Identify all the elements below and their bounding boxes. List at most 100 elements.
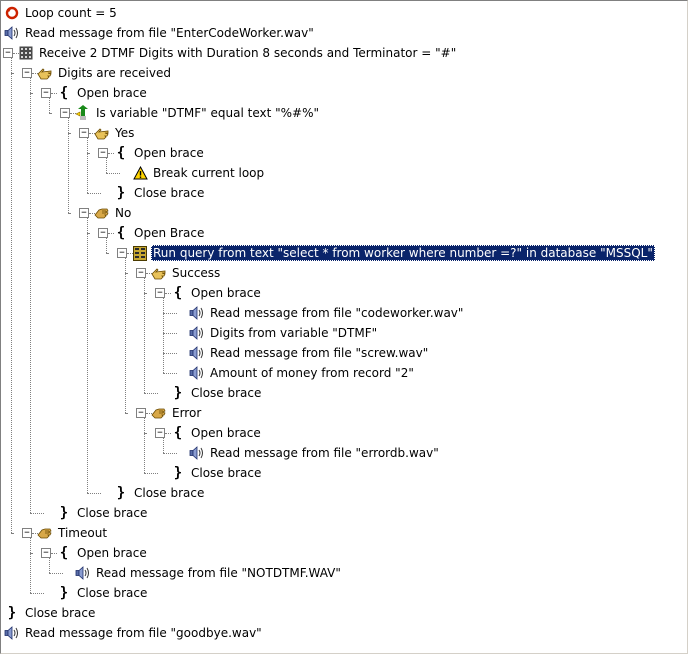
- tree-node[interactable]: −{ Open brace: [1, 83, 687, 103]
- tree-node-label[interactable]: Read message from file "EnterCodeWorker.…: [25, 26, 314, 40]
- tree-node[interactable]: Read message from file "errordb.wav": [1, 443, 687, 463]
- tree-connector-line: [11, 533, 13, 534]
- tree-expander-toggle[interactable]: −: [136, 408, 146, 418]
- tree-node[interactable]: Read message from file "EnterCodeWorker.…: [1, 23, 687, 43]
- tree-node[interactable]: }Close brace: [1, 183, 687, 203]
- tree-node[interactable]: Digits from variable "DTMF": [1, 323, 687, 343]
- tree-node-label[interactable]: Read message from file "codeworker.wav": [210, 306, 464, 320]
- tree-connector-line: [30, 593, 44, 594]
- brace-close-icon: }: [7, 605, 17, 621]
- tree-node[interactable]: −{ Open Brace: [1, 223, 687, 243]
- tree-node-label[interactable]: Open brace: [191, 426, 261, 440]
- tree-node[interactable]: − Run query from text "select * from work…: [1, 243, 687, 263]
- tree-connector-line: [32, 533, 38, 534]
- tree-node-label[interactable]: Open brace: [191, 286, 261, 300]
- tree-node-label[interactable]: Run query from text "select * from worke…: [151, 245, 655, 261]
- tree-node-label[interactable]: Open brace: [77, 86, 147, 100]
- tree-node[interactable]: − Is variable "DTMF" equal text "%#%": [1, 103, 687, 123]
- hand-closed-icon: [151, 405, 167, 421]
- tree-connector-line: [70, 113, 76, 114]
- tree-node[interactable]: Amount of money from record "2": [1, 363, 687, 383]
- tree-node-label[interactable]: Yes: [115, 126, 135, 140]
- tree-expander-toggle[interactable]: −: [22, 528, 32, 538]
- brace-open-icon: {: [116, 225, 126, 241]
- tree-node-label[interactable]: Error: [172, 406, 202, 420]
- speaker-icon: [189, 325, 205, 341]
- tree-node[interactable]: −{Open brace: [1, 543, 687, 563]
- tree-node[interactable]: Read message from file "NOTDTMF.WAV": [1, 563, 687, 583]
- tree-node[interactable]: −{Open brace: [1, 143, 687, 163]
- tree-node[interactable]: −{ Open brace: [1, 423, 687, 443]
- tree-node-label[interactable]: Close brace: [134, 486, 205, 500]
- tree-node-label[interactable]: Read message from file "screw.wav": [210, 346, 429, 360]
- tree-node-label[interactable]: Close brace: [77, 506, 148, 520]
- tree-node[interactable]: Read message from file "goodbye.wav": [1, 623, 687, 643]
- tree-node[interactable]: } Close brace: [1, 603, 687, 623]
- tree-expander-toggle[interactable]: −: [79, 128, 89, 138]
- tree-connector-line: [30, 513, 44, 514]
- tree-guide-line: [68, 118, 69, 213]
- tree-node-label[interactable]: Open Brace: [134, 226, 205, 240]
- tree-expander-toggle[interactable]: −: [3, 48, 13, 58]
- tree-node[interactable]: − No: [1, 203, 687, 223]
- tree-guide-line: [163, 438, 164, 453]
- tree-node[interactable]: − Timeout: [1, 523, 687, 543]
- tree-node-label[interactable]: Read message from file "errordb.wav": [210, 446, 439, 460]
- tree-node-label[interactable]: Read message from file "NOTDTMF.WAV": [96, 566, 341, 580]
- tree-node[interactable]: − Digits are received: [1, 63, 687, 83]
- tree-node-label[interactable]: Close brace: [134, 186, 205, 200]
- brace-open-icon: {: [59, 85, 69, 101]
- tree-expander-toggle[interactable]: −: [41, 88, 51, 98]
- tree-node-label[interactable]: Close brace: [191, 466, 262, 480]
- tree-node-label[interactable]: Read message from file "goodbye.wav": [25, 626, 262, 640]
- tree-node-label[interactable]: Digits from variable "DTMF": [210, 326, 378, 340]
- tree-node[interactable]: Loop count = 5: [1, 3, 687, 23]
- tree-node-label[interactable]: Loop count = 5: [25, 6, 117, 20]
- tree-node-label[interactable]: No: [115, 206, 132, 220]
- tree-connector-line: [87, 193, 101, 194]
- tree-node[interactable]: Break current loop: [1, 163, 687, 183]
- tree-expander-toggle[interactable]: −: [22, 68, 32, 78]
- tree-expander-toggle[interactable]: −: [155, 288, 165, 298]
- tree-connector-line: [163, 333, 177, 334]
- tree-node[interactable]: }Close brace: [1, 463, 687, 483]
- tree-expander-toggle[interactable]: −: [98, 228, 108, 238]
- tree-expander-toggle[interactable]: −: [60, 108, 70, 118]
- tree-expander-toggle[interactable]: −: [98, 148, 108, 158]
- tree-node[interactable]: }Close brace: [1, 483, 687, 503]
- tree-node-label[interactable]: Close brace: [25, 606, 96, 620]
- tree-node[interactable]: Read message from file "codeworker.wav": [1, 303, 687, 323]
- tree-expander-toggle[interactable]: −: [155, 428, 165, 438]
- tree-node-label[interactable]: Open brace: [77, 546, 147, 560]
- tree-expander-toggle[interactable]: −: [41, 548, 51, 558]
- tree-node-label[interactable]: Is variable "DTMF" equal text "%#%": [96, 106, 320, 120]
- tree-node-label[interactable]: Digits are received: [58, 66, 171, 80]
- tree-node[interactable]: }Close brace: [1, 383, 687, 403]
- tree-guide-line: [30, 538, 31, 593]
- tree-expander-toggle[interactable]: −: [117, 248, 127, 258]
- tree-node[interactable]: − Success: [1, 263, 687, 283]
- tree-node[interactable]: − Error: [1, 403, 687, 423]
- tree-node[interactable]: − Yes: [1, 123, 687, 143]
- tree-node-label[interactable]: Receive 2 DTMF Digits with Duration 8 se…: [39, 46, 457, 60]
- tree-connector-line: [144, 293, 146, 294]
- tree-node-label[interactable]: Close brace: [191, 386, 262, 400]
- tree-node-label[interactable]: Break current loop: [153, 166, 265, 180]
- tree-connector-line: [108, 153, 114, 154]
- tree-node[interactable]: −{Open brace: [1, 283, 687, 303]
- tree-expander-toggle[interactable]: −: [79, 208, 89, 218]
- brace-open-icon: {: [173, 425, 183, 441]
- tree-node[interactable]: Read message from file "screw.wav": [1, 343, 687, 363]
- tree-expander-toggle[interactable]: −: [136, 268, 146, 278]
- tree-node-label[interactable]: Open brace: [134, 146, 204, 160]
- tree-node[interactable]: − Receive 2 DTMF Digits with Duration 8 s…: [1, 43, 687, 63]
- tree-node[interactable]: }Close brace: [1, 503, 687, 523]
- tree-connector-line: [106, 253, 108, 254]
- tree-node-label[interactable]: Success: [172, 266, 221, 280]
- tree-node-label[interactable]: Amount of money from record "2": [210, 366, 414, 380]
- tree-node[interactable]: }Close brace: [1, 583, 687, 603]
- tree-node-label[interactable]: Close brace: [77, 586, 148, 600]
- tree-connector-line: [146, 413, 152, 414]
- tree-node-label[interactable]: Timeout: [58, 526, 108, 540]
